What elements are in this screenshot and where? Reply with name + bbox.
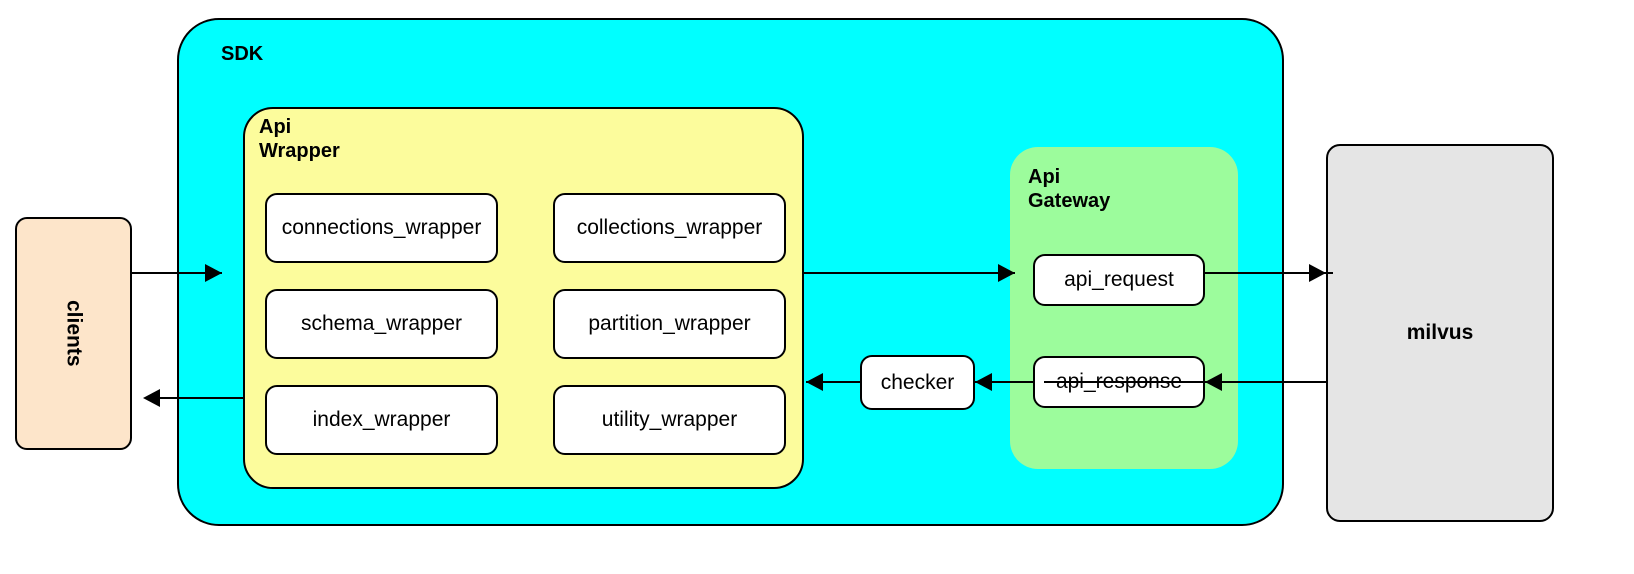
api-gateway-title: Api Gateway [1028, 166, 1111, 213]
node-partition-wrapper[interactable]: partition_wrapper [553, 289, 786, 359]
node-label: api_request [1064, 268, 1174, 291]
edge-milvus-to-response-line [1044, 381, 1328, 383]
edge-wrapper-to-request-line [803, 272, 1015, 274]
edge-response-to-checker-arrow [975, 373, 992, 391]
node-label: collections_wrapper [576, 216, 763, 239]
edge-response-to-checker-line [975, 381, 1033, 383]
sdk-title: SDK [221, 43, 264, 65]
edge-wrapper-to-clients-line [160, 397, 244, 399]
node-index-wrapper[interactable]: index_wrapper [265, 385, 498, 455]
edge-wrapper-to-request-arrow [998, 264, 1015, 282]
node-connections-wrapper[interactable]: connections_wrapper [265, 193, 498, 263]
node-collections-wrapper[interactable]: collections_wrapper [553, 193, 786, 263]
node-label: utility_wrapper [601, 408, 738, 431]
milvus-node[interactable]: milvus [1326, 144, 1554, 522]
edge-request-to-milvus-arrow [1309, 264, 1326, 282]
node-schema-wrapper[interactable]: schema_wrapper [265, 289, 498, 359]
api-wrapper-title: Api Wrapper [259, 116, 340, 163]
edge-checker-to-wrapper-arrow [806, 373, 823, 391]
node-label: connections_wrapper [281, 216, 482, 239]
api-gateway-container[interactable] [1010, 147, 1238, 469]
edge-request-to-milvus-line [1205, 272, 1333, 274]
node-utility-wrapper[interactable]: utility_wrapper [553, 385, 786, 455]
edge-checker-to-wrapper-line [806, 381, 862, 383]
node-label: schema_wrapper [300, 312, 463, 335]
edge-clients-to-wrapper-line [132, 272, 222, 274]
node-checker[interactable]: checker [860, 355, 975, 410]
node-label: checker [880, 370, 955, 394]
edge-clients-to-wrapper-arrow [205, 264, 222, 282]
clients-label: clients [62, 300, 86, 367]
milvus-label: milvus [1406, 321, 1474, 344]
edge-milvus-to-response-arrow [1205, 373, 1222, 391]
edge-wrapper-to-clients-arrow [143, 389, 160, 407]
node-label: partition_wrapper [588, 312, 751, 335]
clients-node[interactable]: clients [15, 217, 132, 450]
node-api-request[interactable]: api_request [1033, 254, 1205, 306]
node-label: index_wrapper [312, 408, 451, 431]
